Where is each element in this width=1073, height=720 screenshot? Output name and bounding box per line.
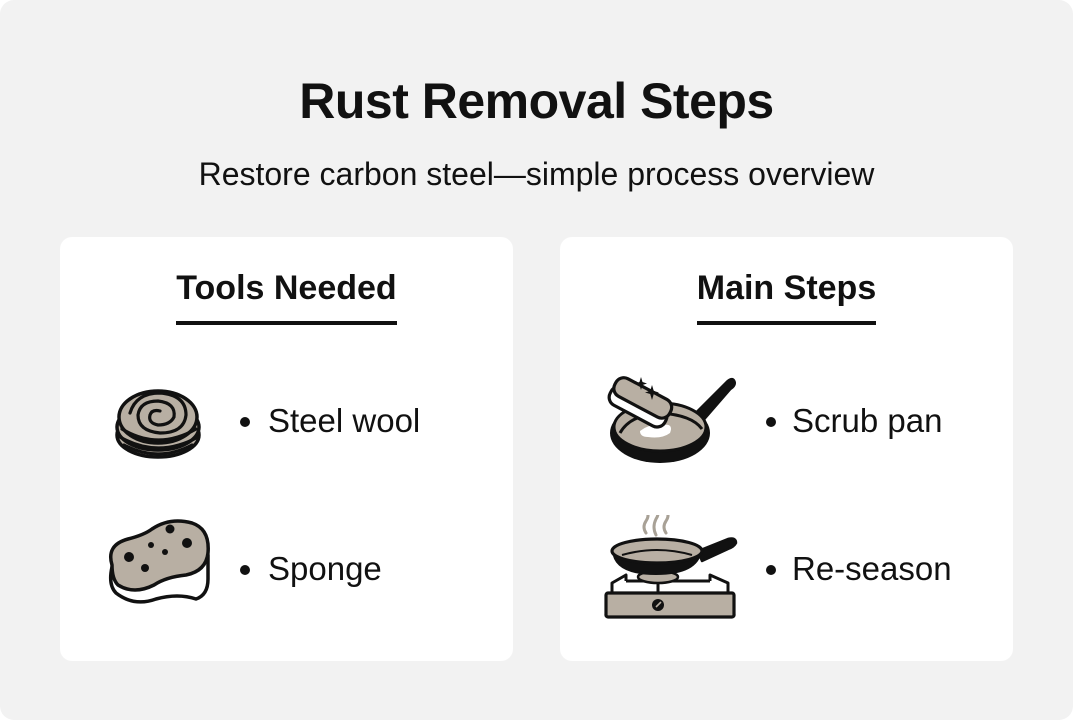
bullet-icon [240, 565, 250, 575]
list-item-steel-wool: Steel wool [60, 367, 513, 477]
bullet-icon [766, 565, 776, 575]
item-label: Steel wool [268, 402, 421, 439]
tools-needed-card: Tools Needed [60, 237, 513, 661]
tools-needed-heading: Tools Needed [176, 267, 397, 325]
list-item-sponge: Sponge [60, 515, 513, 625]
main-steps-card: Main Steps [560, 237, 1013, 661]
sponge-icon [100, 515, 250, 625]
card-heading: Tools Needed [60, 267, 513, 325]
pan-on-stove-icon [600, 507, 750, 625]
scrub-pan-icon [600, 367, 750, 477]
main-steps-heading: Main Steps [696, 267, 877, 325]
card-heading: Main Steps [560, 267, 1013, 325]
list-item-re-season: Re-season [560, 507, 1013, 625]
page-title: Rust Removal Steps [299, 73, 774, 129]
bullet-icon [766, 417, 776, 427]
list-item-scrub-pan: Scrub pan [560, 367, 1013, 477]
item-label: Scrub pan [792, 402, 943, 439]
page-subtitle: Restore carbon steel—simple process over… [198, 156, 875, 192]
bullet-icon [240, 417, 250, 427]
steel-wool-icon [100, 367, 250, 477]
item-label: Re-season [792, 550, 952, 587]
item-label: Sponge [268, 550, 382, 587]
